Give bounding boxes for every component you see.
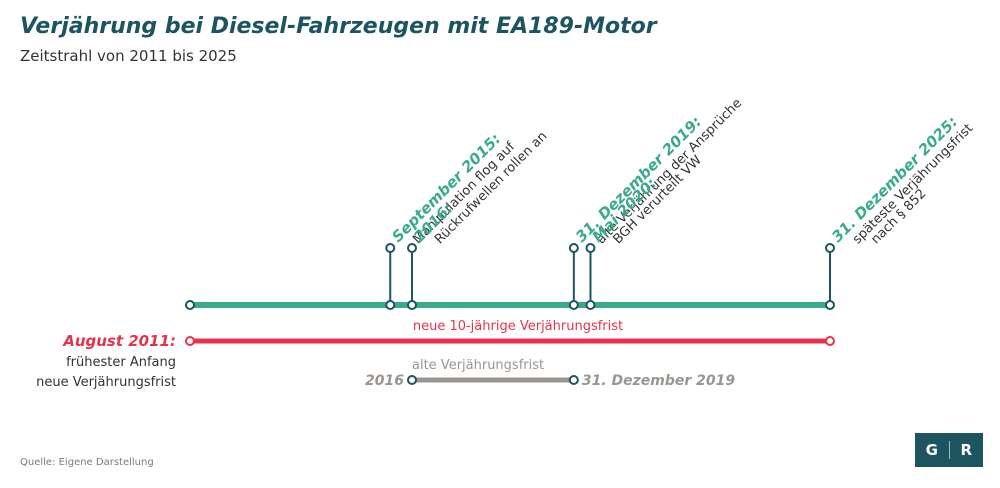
- page-title: Verjährung bei Diesel-Fahrzeugen mit EA1…: [20, 14, 657, 39]
- event-top-node: [385, 243, 396, 253]
- timeline-start-node: [185, 300, 195, 310]
- brand-logo: G R: [915, 433, 983, 467]
- event-top-node: [568, 243, 579, 253]
- event-label-group: September 2015:Manipulation flog auf: [388, 130, 518, 247]
- event-description: späteste Verjährungsfrist: [850, 121, 976, 247]
- old-period-start-label: 2016: [365, 373, 404, 389]
- event-top-node: [585, 243, 596, 253]
- old-period-start-node: [407, 375, 418, 385]
- new-period-start-label: August 2011:: [62, 332, 176, 350]
- new-period-label: neue 10-jährige Verjährungsfrist: [413, 319, 623, 334]
- logo-divider: [948, 441, 950, 459]
- event-top-node: [825, 243, 835, 253]
- old-period-end-node: [568, 375, 579, 385]
- event-axis-node: [825, 300, 835, 310]
- event-axis-node: [385, 300, 396, 310]
- source-note: Quelle: Eigene Darstellung: [20, 457, 154, 468]
- old-period-label: alte Verjährungsfrist: [412, 358, 544, 373]
- new-period-end-node: [825, 336, 835, 346]
- logo-letter-g: G: [925, 441, 938, 459]
- event-axis-node: [407, 300, 418, 310]
- event-top-node: [407, 243, 418, 253]
- logo-letter-r: R: [960, 441, 973, 459]
- event-axis-node: [568, 300, 579, 310]
- old-period-end-label: 31. Dezember 2019: [582, 373, 736, 389]
- event-axis-node: [585, 300, 596, 310]
- new-period-start-description: neue Verjährungsfrist: [36, 375, 176, 390]
- new-period-start-node: [185, 336, 195, 346]
- page-subtitle: Zeitstrahl von 2011 bis 2025: [20, 47, 237, 65]
- new-period-start-description: frühester Anfang: [66, 355, 176, 370]
- event-label-group: 31. Dezember 2025:späteste Verjährungsfr…: [828, 113, 976, 248]
